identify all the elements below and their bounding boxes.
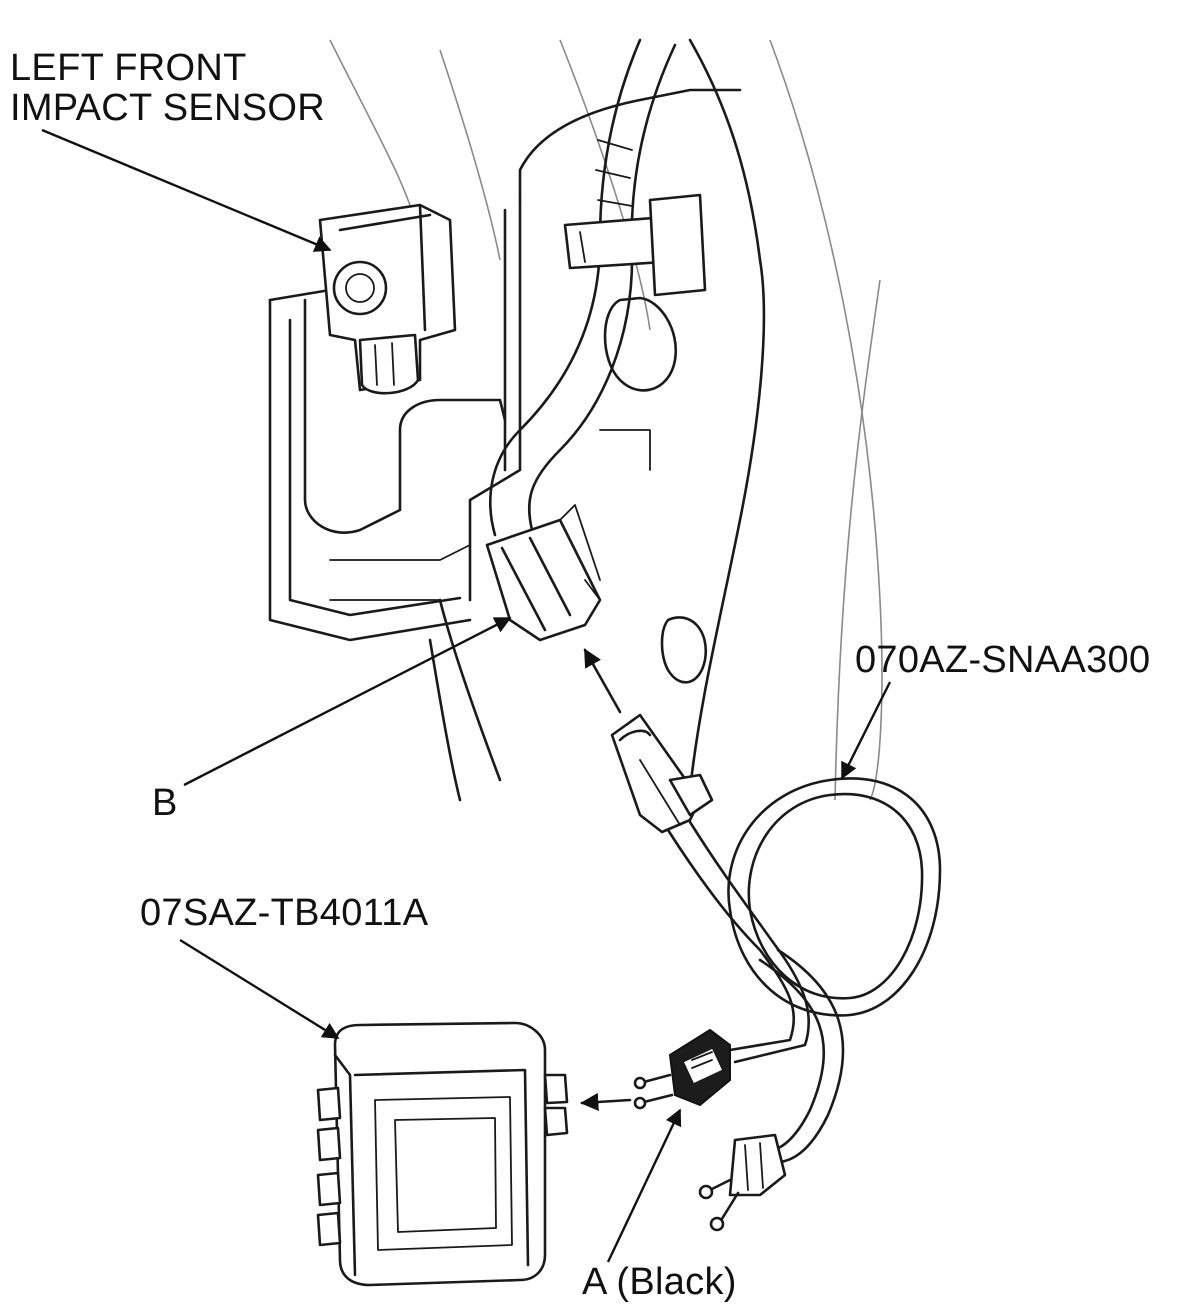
connection-arrows xyxy=(580,648,632,1112)
connector-a-black xyxy=(633,1028,731,1110)
test-harness-cable xyxy=(666,777,942,1164)
label-connector-b: B xyxy=(152,782,178,824)
label-harness-part-number: 070AZ-SNAA300 xyxy=(855,639,1151,681)
power-plug xyxy=(698,1133,787,1232)
label-connector-a: A (Black) xyxy=(582,1261,737,1303)
label-tester-part-number: 07SAZ-TB4011A xyxy=(140,892,429,934)
leader-lines xyxy=(41,128,892,1263)
vehicle-body-panel xyxy=(329,38,883,802)
connector-b xyxy=(485,504,602,642)
sensor-mount-bracket xyxy=(268,88,742,684)
vehicle-harness xyxy=(489,38,707,537)
label-left-front-impact-sensor-line1: LEFT FRONT xyxy=(10,47,247,89)
harness-connector xyxy=(610,713,714,834)
label-left-front-impact-sensor-line2: IMPACT SENSOR xyxy=(10,87,325,129)
impact-sensor xyxy=(318,203,457,395)
tester-box xyxy=(316,1021,569,1287)
